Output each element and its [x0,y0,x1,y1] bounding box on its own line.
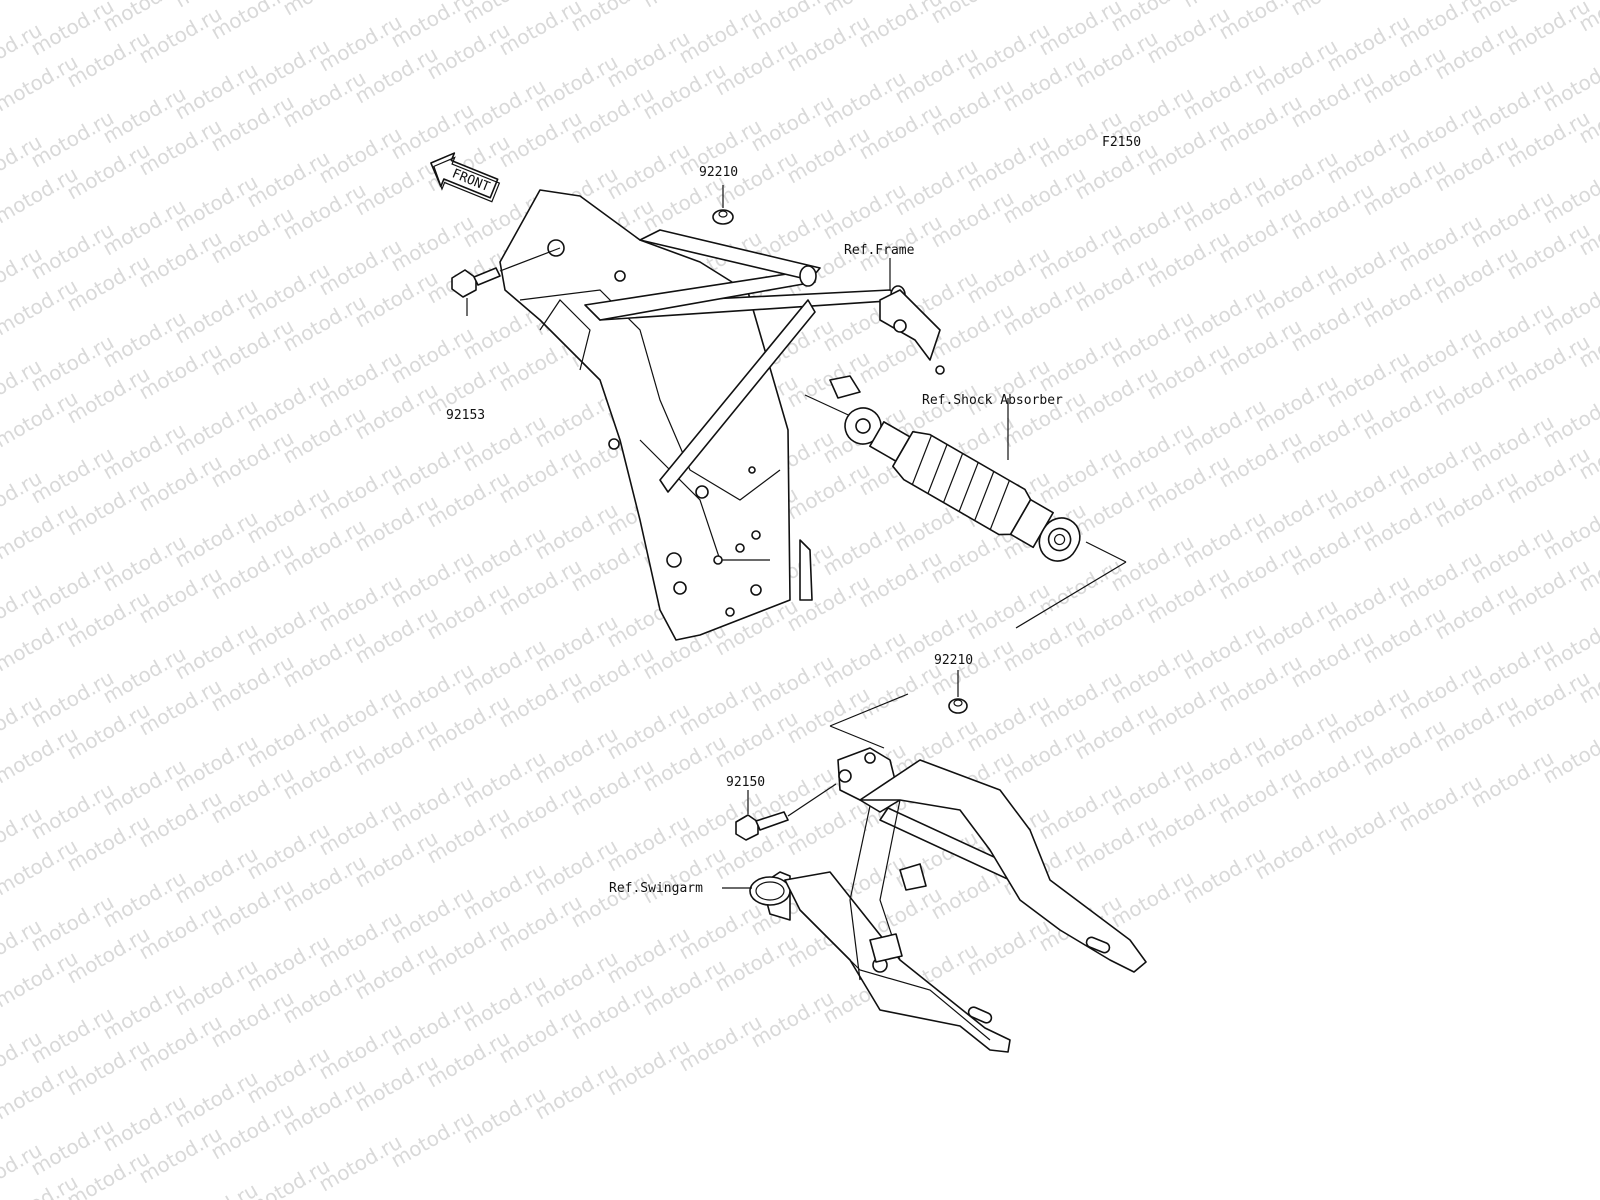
watermark-text: motod.ru [639,0,730,12]
watermark-text: motod.ru [999,0,1090,4]
watermark-text: motod.ru [927,0,1018,28]
watermark-text: motod.ru [279,0,370,20]
frame-drawing [499,189,945,641]
watermark-text: motod.ru [0,0,82,4]
callout-ref-frame: Ref.Frame [844,243,915,258]
bolt-lower [735,783,837,841]
swingarm-drawing [749,693,1147,1053]
shock-absorber-drawing [804,394,1127,629]
figure-code: F2150 [1102,135,1141,150]
bolt-upper [451,247,561,316]
callout-ref-swingarm: Ref.Swingarm [609,881,703,896]
callout-bolt-lower: 92150 [726,775,765,790]
callout-nut-lower: 92210 [934,653,973,668]
callout-nut-upper: 92210 [699,165,738,180]
callout-bolt-upper: 92153 [446,408,485,423]
callout-ref-shock-absorber: Ref.Shock Absorber [922,393,1063,408]
nut-lower [948,670,968,714]
nut-upper [712,185,734,225]
watermark-text: motod.ru [1287,0,1378,20]
